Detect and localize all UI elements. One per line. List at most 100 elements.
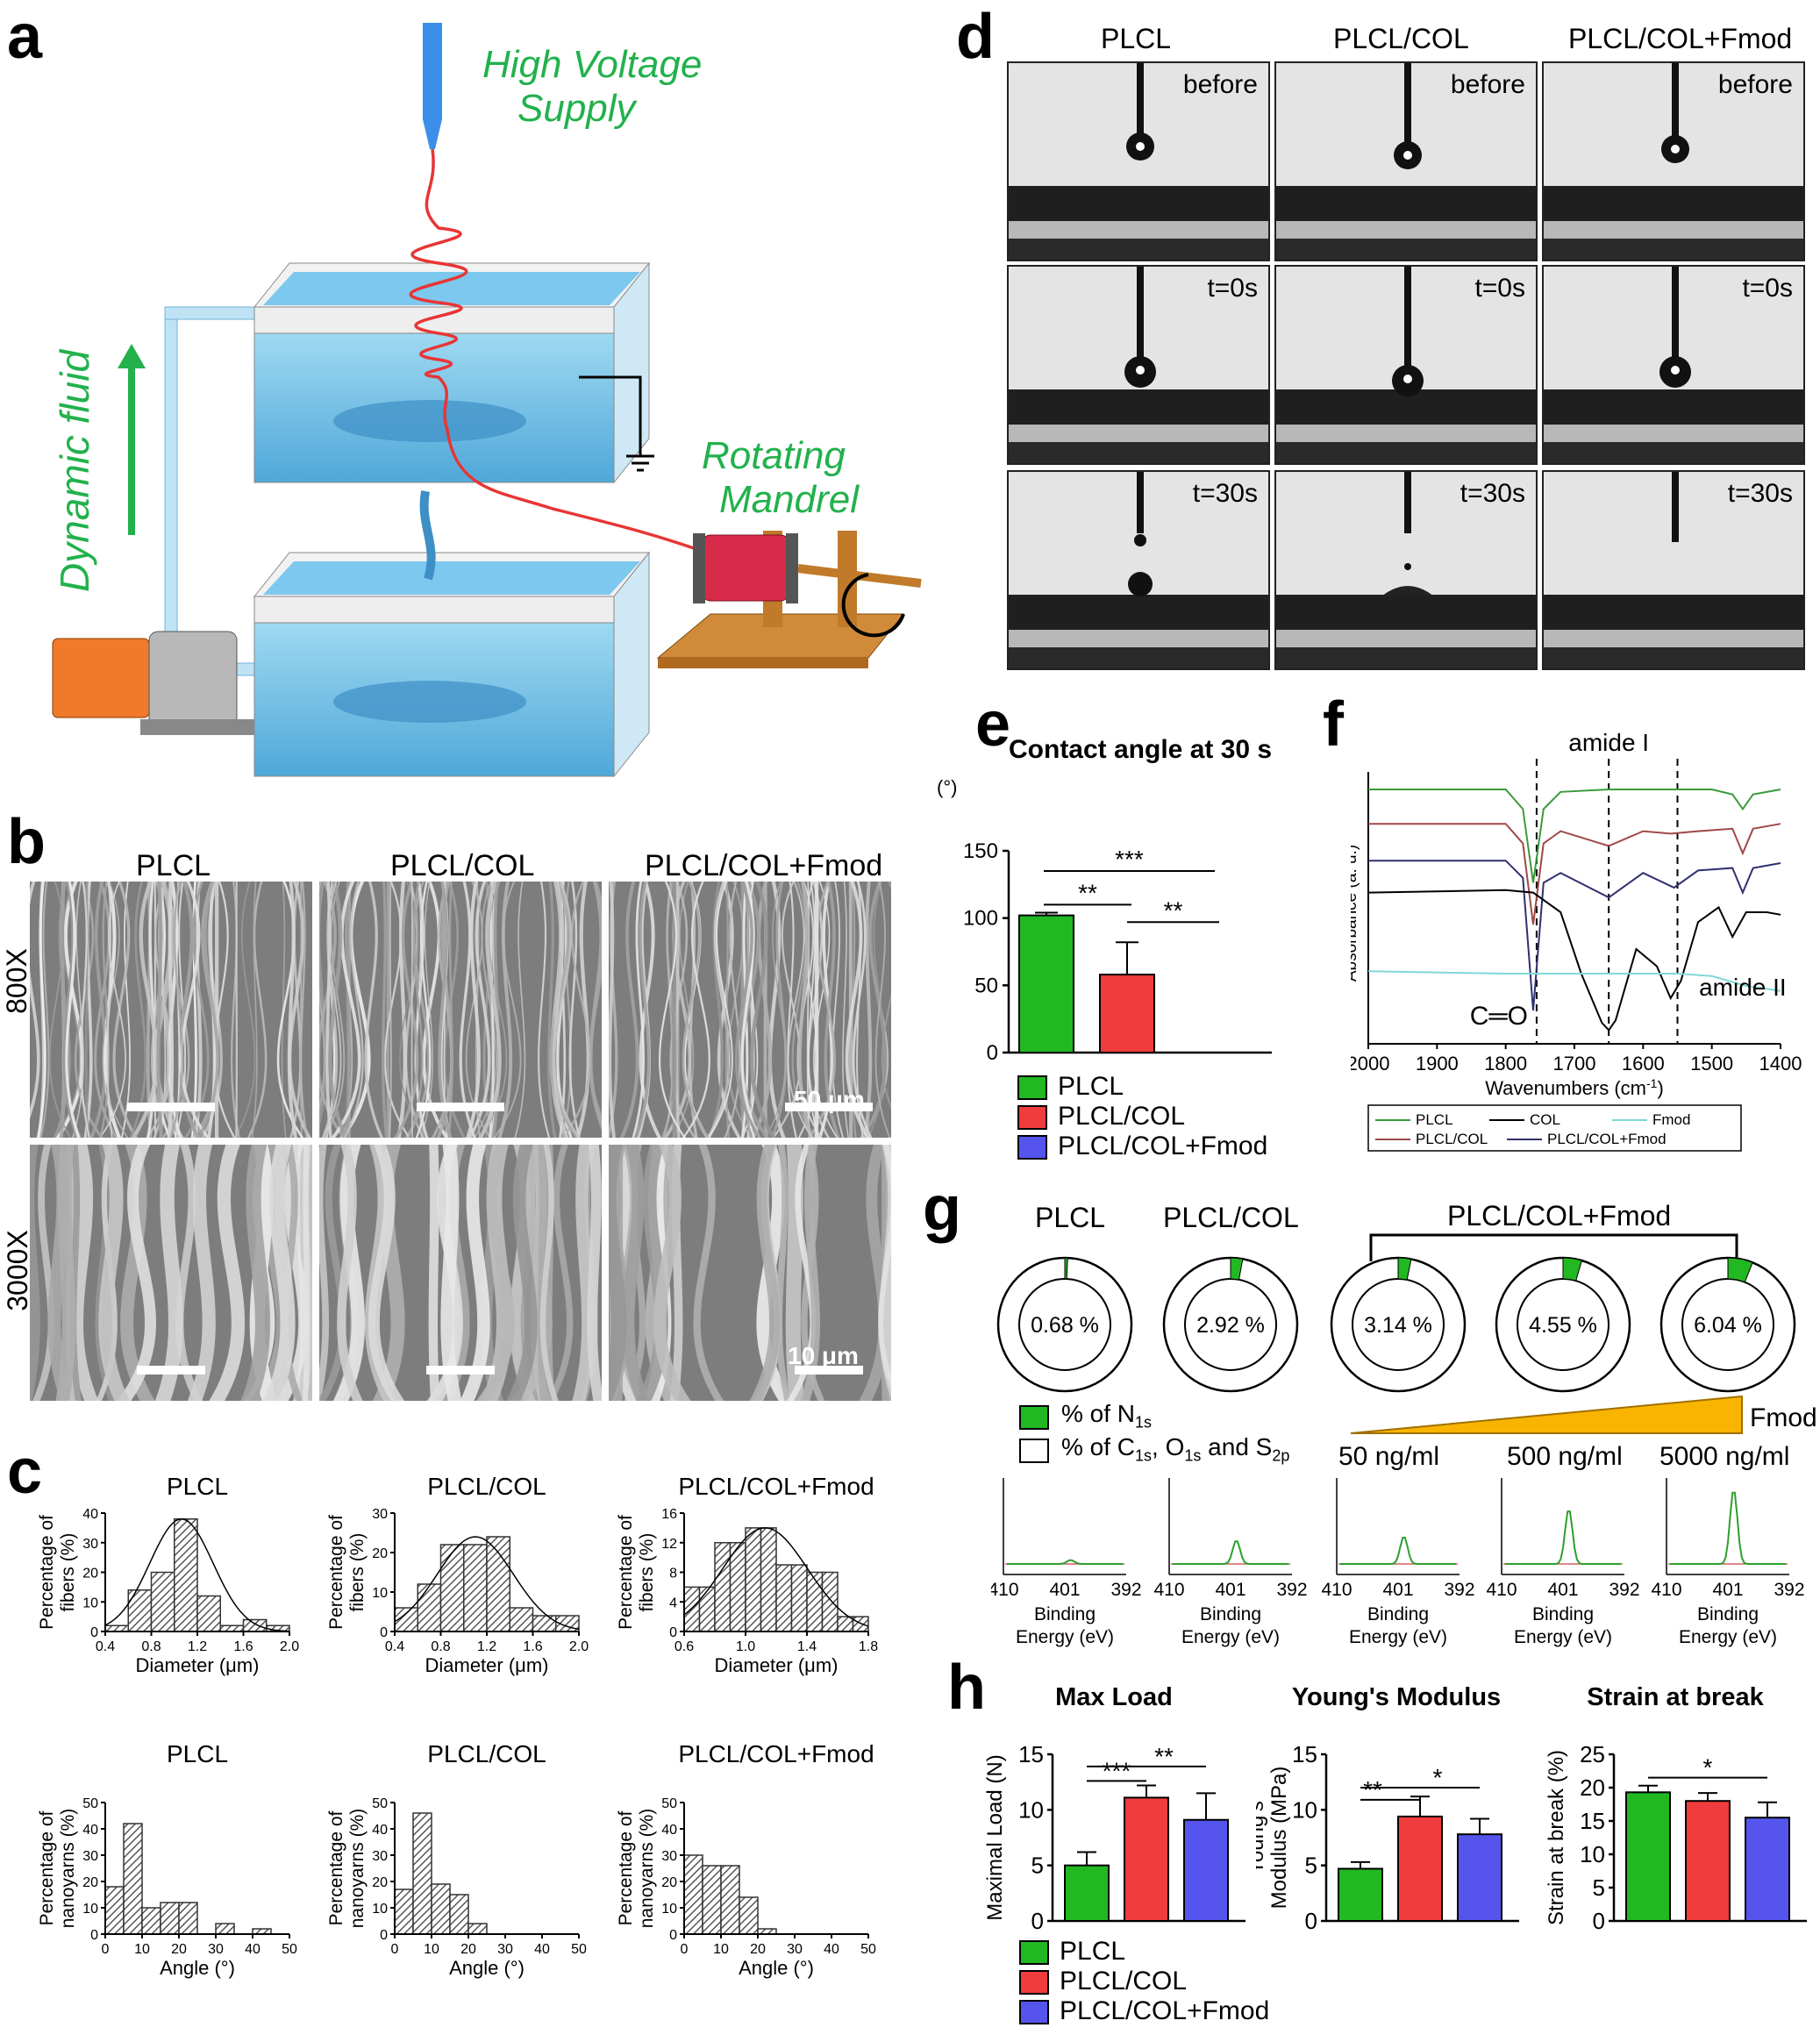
droplet-photo: t=0s xyxy=(1542,265,1805,465)
x-tick-label: 1400 xyxy=(1759,1053,1802,1075)
needle-icon xyxy=(1404,267,1411,370)
high-voltage-label-2: Supply xyxy=(517,87,636,130)
y-tick-label: 20 xyxy=(82,1567,98,1581)
droplet-icon xyxy=(1128,572,1153,596)
legend-label: PLCL/COL xyxy=(1416,1131,1488,1147)
chart-title: Strain at break xyxy=(1587,1683,1764,1711)
photo-time-label: t=30s xyxy=(1192,479,1258,508)
histogram-bar xyxy=(412,1812,432,1935)
y-tick-label: 10 xyxy=(82,1596,98,1610)
x-tick-label: 10 xyxy=(713,1942,729,1957)
y-tick-label: 15 xyxy=(1580,1808,1605,1834)
y-tick-label: 20 xyxy=(82,1875,98,1890)
g-legend-c: % of C1s, O1s and S2p xyxy=(1061,1433,1290,1465)
bar-PLCL/COL xyxy=(1099,974,1155,1053)
scale-bar-10um: 10 μm xyxy=(788,1342,859,1369)
y-tick-label: 10 xyxy=(661,1902,677,1917)
histogram-bar xyxy=(714,1542,732,1632)
x-tick-label: 401 xyxy=(1215,1580,1245,1600)
panel-label-d: d xyxy=(956,2,995,72)
droplet-photo: t=30s xyxy=(1542,470,1805,670)
x-axis-label: Angle (°) xyxy=(449,1957,525,1979)
y-axis-label-2: fibers (%) xyxy=(58,1533,78,1612)
h-legend-swatch-plcl xyxy=(1019,1940,1049,1965)
bar-PLCL xyxy=(1338,1867,1383,1922)
amide-i-label: amide I xyxy=(1568,729,1649,756)
e-unit: (°) xyxy=(937,776,958,798)
legend-label: Fmod xyxy=(1652,1111,1690,1128)
rotation-arrow-icon xyxy=(841,573,905,638)
histogram-bar xyxy=(467,1923,488,1935)
gaussian-fit-line xyxy=(394,1536,580,1631)
amide-ii-label: amide II xyxy=(1699,974,1787,1001)
g-bracket xyxy=(1369,1233,1738,1261)
scale-bar-50um: 50 μm xyxy=(794,1086,865,1113)
mandrel-drum-icon xyxy=(701,534,790,602)
y-tick-label: 0 xyxy=(90,1625,98,1640)
droplet-photo: before xyxy=(1274,61,1538,261)
x-tick-label: 410 xyxy=(1321,1580,1352,1600)
y-tick-label: 40 xyxy=(82,1507,98,1522)
y-axis-label-2: nanoyarns (%) xyxy=(58,1809,78,1929)
sem-image xyxy=(609,882,891,1138)
histogram-bar xyxy=(806,1571,824,1632)
spectrum-PLCL xyxy=(1368,789,1781,883)
bar-PLCL/COL xyxy=(1397,1815,1443,1922)
x-tick-label: 1.8 xyxy=(859,1639,878,1654)
bar-PLCL/COL+Fmod xyxy=(1745,1817,1790,1922)
high-voltage-label-1: High Voltage xyxy=(482,43,703,86)
x-tick-label: 410 xyxy=(1486,1580,1517,1600)
x-tick-label: 0 xyxy=(391,1942,399,1957)
h-legend-swatch-col xyxy=(1019,1970,1049,1995)
photo-time-label: t=0s xyxy=(1474,274,1525,303)
carbonyl-label: C═O xyxy=(1470,1002,1528,1031)
arrow-up-icon xyxy=(118,344,146,368)
y-tick-label: 50 xyxy=(82,1796,98,1811)
legend-swatch-col xyxy=(1017,1105,1047,1130)
bar-PLCL/COL+Fmod xyxy=(1183,1818,1229,1923)
g-legend-swatch-n xyxy=(1019,1405,1049,1430)
x-tick-label: 0 xyxy=(102,1942,110,1957)
x-tick-label: 1700 xyxy=(1553,1053,1596,1075)
histogram-bar xyxy=(729,1542,746,1632)
y-tick-label: 10 xyxy=(1292,1796,1317,1823)
x-tick-label: 1600 xyxy=(1622,1053,1665,1075)
needle-icon xyxy=(1672,267,1679,361)
gaussian-fit-line xyxy=(104,1518,290,1632)
histogram-bar xyxy=(394,1888,414,1935)
x-tick-label: 2000 xyxy=(1351,1053,1389,1075)
x-tick-label: 0.8 xyxy=(431,1639,450,1654)
x-tick-label: 392 xyxy=(1444,1580,1474,1600)
y-tick-label: 0 xyxy=(1305,1908,1317,1934)
y-tick-label: 30 xyxy=(372,1507,388,1522)
x-tick-label: 2.0 xyxy=(569,1639,589,1654)
x-tick-label: 0.6 xyxy=(674,1639,694,1654)
spectrum-COL xyxy=(1367,889,1781,1032)
y-axis-label-1: Young's xyxy=(1256,1801,1268,1874)
donut-slice-n1s xyxy=(1727,1257,1753,1283)
y-tick-label: 10 xyxy=(372,1586,388,1601)
y-tick-label: 8 xyxy=(669,1567,677,1581)
x-axis-label-2: Energy (eV) xyxy=(1016,1627,1114,1647)
needle-icon xyxy=(1672,472,1679,542)
sem-image xyxy=(30,882,312,1138)
needle-icon xyxy=(1404,63,1411,146)
x-axis-label-1: Binding xyxy=(1367,1604,1429,1624)
x-tick-label: 392 xyxy=(1774,1580,1804,1600)
d-col-title-col: PLCL/COL xyxy=(1333,23,1469,54)
donut-value-label: 2.92 % xyxy=(1196,1313,1265,1338)
histogram-bar xyxy=(486,1536,510,1632)
histogram-bar xyxy=(760,1527,777,1632)
y-tick-label: 30 xyxy=(82,1849,98,1864)
x-axis-label: Wavenumbers (cm-1) xyxy=(1485,1076,1664,1099)
x-tick-label: 401 xyxy=(1547,1580,1578,1600)
histogram-bar xyxy=(532,1615,557,1632)
scale-bar-icon xyxy=(137,1366,205,1374)
spectrum-Fmod xyxy=(1367,970,1781,992)
panel-label-e: e xyxy=(975,689,1011,760)
histogram-bar xyxy=(150,1571,175,1632)
h-legend-col: PLCL/COL xyxy=(1060,1967,1188,1996)
x-tick-label: 2.0 xyxy=(280,1639,299,1654)
